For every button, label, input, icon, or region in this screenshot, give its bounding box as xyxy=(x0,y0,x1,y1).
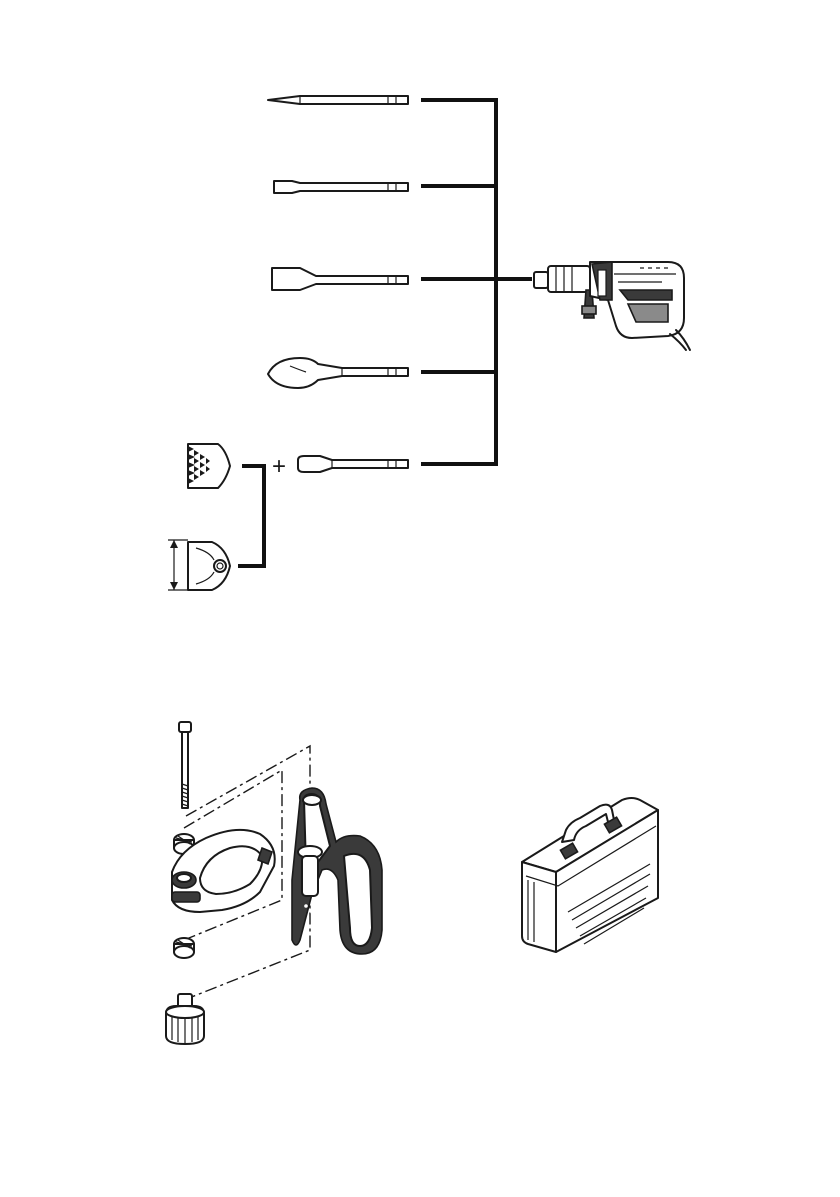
side-handle-assembly xyxy=(166,722,382,1044)
connector-lines xyxy=(421,100,532,464)
tamper-shank-icon xyxy=(298,456,408,472)
knob-nut-icon xyxy=(166,994,204,1044)
carrying-case-icon xyxy=(522,798,658,952)
washer-icon xyxy=(174,938,194,958)
tamper-head-connector xyxy=(238,466,264,566)
spade-chisel-icon xyxy=(268,358,408,388)
flat-chisel-icon xyxy=(274,181,408,193)
plus-symbol: + xyxy=(272,453,286,480)
handle-grip-icon xyxy=(292,788,382,954)
demolition-hammer-icon xyxy=(534,262,690,350)
tamping-plate-icon xyxy=(168,540,230,590)
bolt-icon xyxy=(179,722,191,808)
bull-point-chisel-icon xyxy=(268,96,408,104)
wide-chisel-icon xyxy=(272,268,408,290)
bushing-head-icon xyxy=(188,444,230,488)
